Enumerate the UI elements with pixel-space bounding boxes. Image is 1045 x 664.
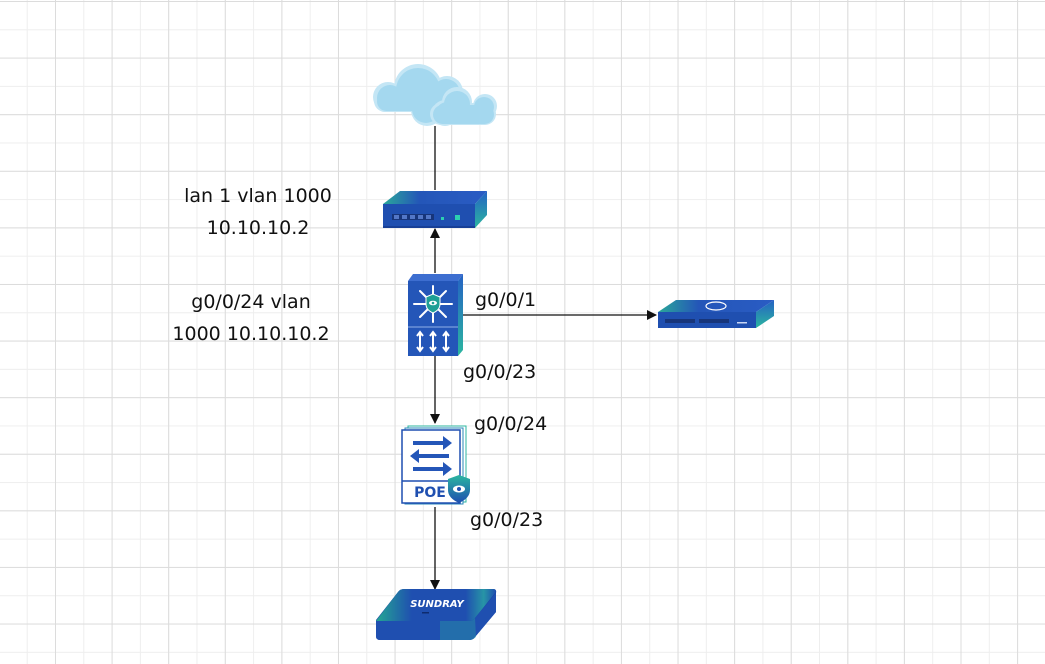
network-appliance-icon[interactable] bbox=[658, 300, 774, 328]
ap-brand-text: SUNDRAY bbox=[410, 599, 465, 610]
router-ports bbox=[392, 214, 434, 220]
poe-switch-icon[interactable]: POE bbox=[401, 425, 470, 505]
core-switch-label: g0/0/24 vlan 1000 10.10.10.2 bbox=[166, 286, 336, 350]
appliance-logo-icon bbox=[705, 301, 727, 311]
internet-cloud-icon[interactable] bbox=[373, 64, 497, 126]
exchange-arrows-icon bbox=[410, 436, 452, 476]
core-switch-label-line1: g0/0/24 vlan bbox=[191, 291, 311, 313]
port-label-g0-0-1: g0/0/1 bbox=[475, 289, 537, 311]
router-label-line1: lan 1 vlan 1000 bbox=[184, 185, 332, 207]
router-label-line2: 10.10.10.2 bbox=[206, 217, 310, 239]
router-label: lan 1 vlan 1000 10.10.10.2 bbox=[178, 180, 338, 244]
sundray-ap-icon[interactable]: SUNDRAY bbox=[376, 589, 497, 640]
port-label-poe-g0-0-24: g0/0/24 bbox=[474, 413, 548, 435]
port-label-poe-g0-0-23: g0/0/23 bbox=[470, 509, 544, 531]
poe-badge-text: POE bbox=[414, 485, 446, 501]
core-switch-label-line2: 1000 10.10.10.2 bbox=[172, 323, 330, 345]
vertical-arrows-icon bbox=[416, 330, 450, 353]
port-label-core-g0-0-23: g0/0/23 bbox=[463, 361, 537, 383]
router-icon[interactable] bbox=[383, 191, 487, 228]
core-switch-icon[interactable] bbox=[408, 274, 463, 356]
